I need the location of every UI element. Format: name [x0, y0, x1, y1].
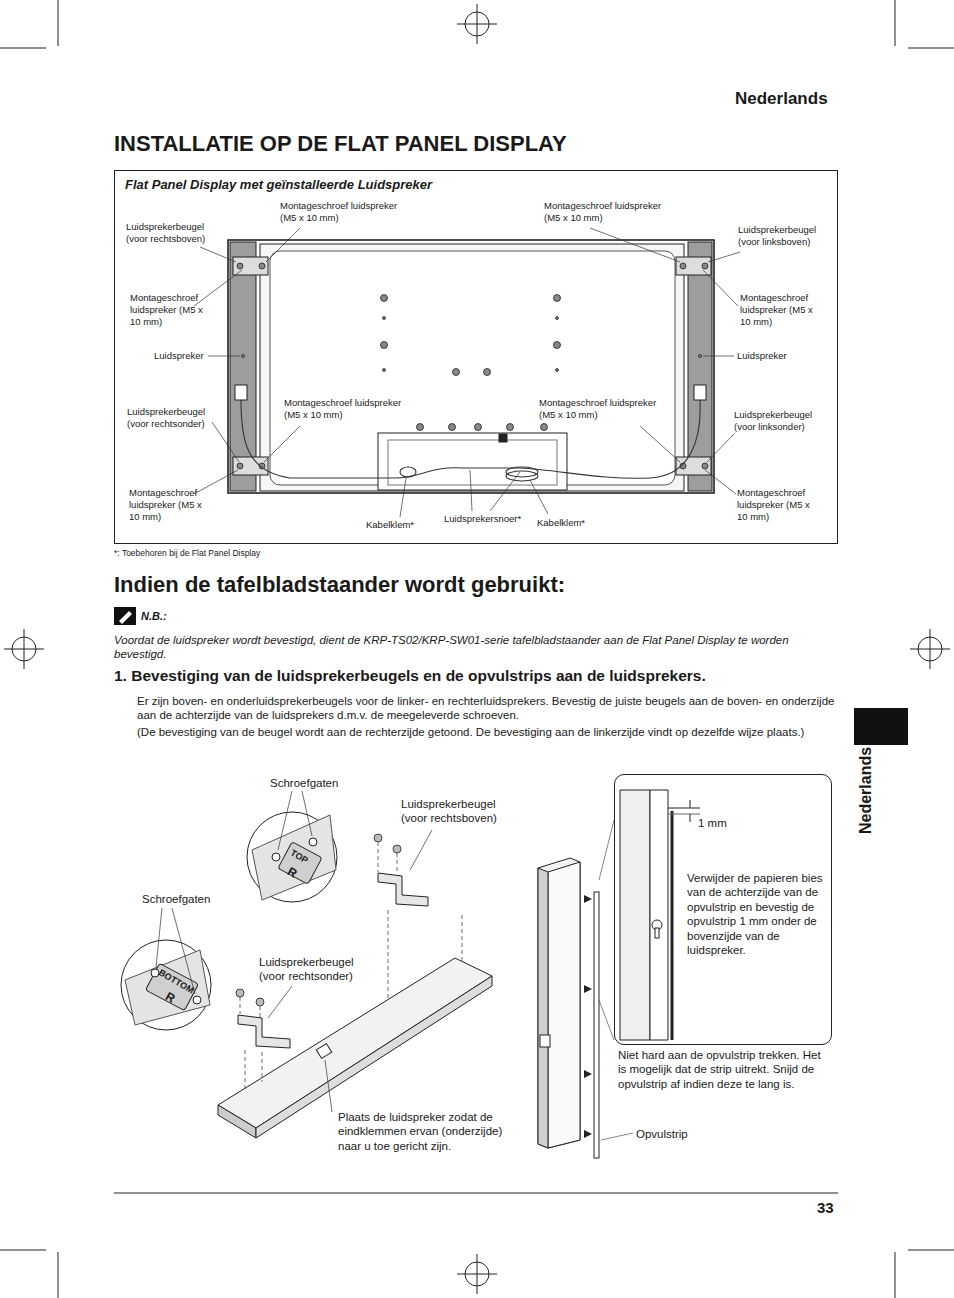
part-label: Luidsprekerbeugel (voor rechtsonder)	[127, 406, 227, 430]
step-heading: 1. Bevestiging van de luidsprekerbeugels…	[114, 666, 854, 685]
part-label: Luidsprekerbeugel (voor rechtsboven)	[401, 797, 521, 826]
embossed-mark: TOP	[288, 848, 310, 867]
header-language: Nederlands	[735, 88, 845, 109]
body-text: (De bevestiging van de beugel wordt aan …	[137, 725, 839, 739]
footnote: *: Toebehoren bij de Flat Panel Display	[114, 548, 434, 559]
instruction-note: Niet hard aan de opvulstrip trekken. Het…	[618, 1048, 830, 1091]
note-heading: N.B.:	[141, 610, 201, 624]
part-label: Luidsprekersnoer*	[444, 513, 534, 525]
part-label: Schroefgaten	[142, 892, 242, 906]
part-label: Luidspreker	[154, 350, 214, 362]
part-label: Montageschroef luidspreker (M5 x 10 mm)	[284, 397, 414, 421]
part-label: Opvulstrip	[636, 1127, 716, 1141]
part-label: Luidsprekerbeugel (voor linksonder)	[734, 409, 829, 433]
part-label: Montageschroef luidspreker (M5 x 10 mm)	[544, 200, 674, 224]
side-tab: Nederlands	[856, 747, 876, 834]
section-heading: Indien de tafelbladstaander wordt gebrui…	[114, 571, 838, 599]
page-number: 33	[817, 1199, 847, 1218]
note-text: Voordat de luidspreker wordt bevestigd, …	[114, 633, 838, 662]
inset-text: Verwijder de papieren bies van de achter…	[687, 871, 825, 957]
embossed-mark: R	[162, 989, 177, 1006]
inset-text: 1 mm	[698, 816, 758, 830]
part-label: Montageschroef luidspreker (M5 x 10 mm)	[129, 487, 205, 523]
part-label: Montageschroef luidspreker (M5 x 10 mm)	[280, 200, 410, 224]
figure-heading: Flat Panel Display met geïnstalleerde Lu…	[125, 177, 725, 193]
part-label: Montageschroef luidspreker (M5 x 10 mm)	[737, 487, 813, 523]
embossed-mark: R	[284, 864, 299, 881]
part-label: Luidspreker	[737, 350, 797, 362]
part-label: Schroefgaten	[270, 776, 370, 790]
instruction-note: Plaats de luidspreker zodat de eindklemm…	[338, 1110, 528, 1153]
part-label: Luidsprekerbeugel (voor rechtsboven)	[126, 221, 221, 245]
part-label: Kabelklem*	[537, 517, 607, 529]
part-label: Montageschroef luidspreker (M5 x 10 mm)	[740, 292, 816, 328]
part-label: Montageschroef luidspreker (M5 x 10 mm)	[539, 397, 669, 421]
part-label: Montageschroef luidspreker (M5 x 10 mm)	[130, 292, 206, 328]
figure-frame: Flat Panel Display met geïnstalleerde Lu…	[114, 170, 838, 544]
page-title: INSTALLATIE OP DE FLAT PANEL DISPLAY	[114, 130, 838, 158]
part-label: Kabelklem*	[366, 519, 436, 531]
detail-inset: 1 mm Verwijder de papieren bies van de ac…	[614, 774, 832, 1045]
body-text: Er zijn boven- en onderluidsprekerbeugel…	[137, 694, 839, 723]
part-label: Luidsprekerbeugel (voor rechtsonder)	[259, 955, 379, 984]
part-label: Luidsprekerbeugel (voor linksboven)	[738, 224, 833, 248]
